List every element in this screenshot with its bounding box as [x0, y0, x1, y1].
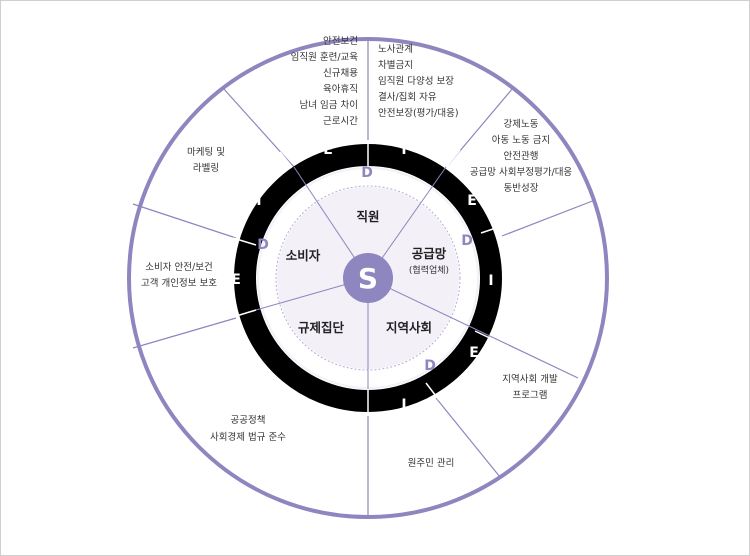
sector-text: 소비자 안전/보건: [145, 262, 212, 273]
ring-separator: [279, 151, 293, 168]
sector-text: 공공정책: [231, 415, 266, 426]
sector-text: 마케팅 및: [187, 146, 225, 158]
ring-letter-i: I: [488, 273, 493, 289]
divider-line: [501, 199, 596, 237]
stakeholder-community: 지역사회: [386, 320, 432, 335]
stakeholder-regulators: 규제집단: [298, 320, 345, 335]
ring-letter-e: E: [323, 142, 333, 158]
ring-letter-e: E: [469, 345, 479, 361]
sector-text: 동반성장: [504, 183, 539, 194]
ring-separators: [232, 143, 503, 413]
ring-separator: [445, 149, 461, 168]
sector-text: 남녀 임금 차이: [300, 99, 358, 111]
stakeholder-supply-chain: 공급망: [412, 246, 447, 261]
sector-text: 차별금지: [378, 59, 413, 71]
stakeholder-employee: 직원: [356, 209, 379, 224]
sector-text: 강제노동: [504, 119, 539, 130]
sector-text: 신규채용: [323, 68, 358, 79]
ring-letter-e: E: [231, 272, 241, 288]
d-letter: D: [461, 233, 473, 249]
ring-separator: [232, 237, 257, 246]
sector-text: 안전보장(평가/대응): [378, 108, 459, 119]
sector-text: 육아휴직: [323, 84, 358, 95]
ring-separator: [425, 382, 440, 401]
divider-line: [435, 397, 501, 478]
ring-letter-i: I: [401, 397, 406, 413]
sector-text: 노사관계: [378, 43, 413, 55]
stakeholder-consumer: 소비자: [286, 248, 321, 263]
divider-line: [493, 337, 579, 379]
divider-line: [132, 317, 237, 349]
sector-text: 지역사회 개발: [502, 374, 558, 385]
center-letter: S: [358, 262, 378, 295]
center-circle: [343, 253, 393, 303]
sector-text: 라벨링: [193, 162, 219, 174]
ring-separator: [232, 309, 257, 318]
sector-text: 근로시간: [323, 116, 358, 127]
ring-letter-e: E: [467, 193, 477, 209]
d-letter: D: [361, 165, 373, 181]
ring-separator: [480, 225, 503, 234]
sector-text: 공급망 사회부정평가/대응: [470, 167, 573, 178]
sector-text: 안전관행: [504, 150, 539, 162]
stakeholder-supply-chain-sub: (협력업체): [409, 264, 449, 276]
sector-text: 사회경제 법규 준수: [210, 431, 286, 443]
sector-text: 프로그램: [513, 389, 548, 401]
sector-text: 임직원 훈련/교육: [291, 51, 359, 63]
sector-text: 원주민 관리: [408, 458, 455, 469]
sector-text: 결사/집회 자유: [378, 91, 437, 103]
sector-text: 아동 노동 금지: [492, 135, 550, 146]
d-letter: D: [257, 237, 269, 253]
ring-separator: [474, 330, 497, 342]
d-letter: D: [424, 358, 436, 374]
sector-text: 안전보건: [323, 36, 358, 47]
divider-line: [132, 203, 237, 239]
sector-text: 임직원 다양성 보장: [378, 75, 454, 87]
sector-text: 고객 개인정보 보호: [141, 278, 217, 289]
ring-letter-i: I: [256, 193, 261, 209]
ring-letter-i: I: [401, 142, 406, 158]
